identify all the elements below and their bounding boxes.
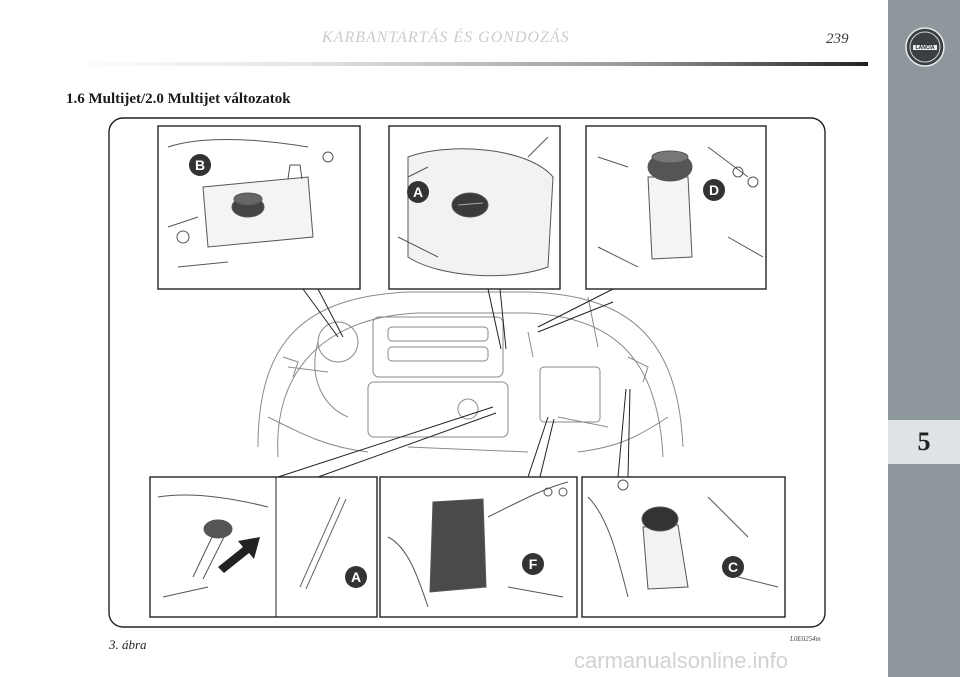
leader-lines [277,288,631,478]
inset-bottom-left: A [149,476,378,618]
inset-top-center: A [388,125,561,290]
page-number: 239 [826,31,849,47]
callout-c: C [728,559,738,575]
inset-top-right: D [585,125,767,290]
inset-top-left: B [157,125,361,290]
logo-text: LANCIA [916,45,935,51]
callout-b: B [195,157,205,173]
chapter-tab[interactable]: 5 [888,420,960,464]
watermark: carmanualsonline.info [574,648,789,673]
callout-a-top: A [413,184,423,200]
inset-bottom-center: F [379,476,578,618]
lancia-logo-icon: LANCIA [905,27,945,67]
callout-f: F [529,556,538,572]
header-title: KARBANTARTÁS ÉS GONDOZÁS [322,29,570,46]
engine-bay-drawing [257,291,684,458]
inset-bottom-right: C [581,476,786,618]
chapter-number: 5 [917,427,931,456]
header-rule [66,62,868,66]
callout-a-bottom: A [351,569,361,585]
callout-d: D [709,182,719,198]
section-title: 1.6 Multijet/2.0 Multijet változatok [66,91,291,107]
chapter-sidebar [888,0,960,677]
figure-caption: 3. ábra [109,637,147,652]
engine-bay-figure: B A D [108,117,826,628]
figure-code: L0E0254m [790,635,821,643]
